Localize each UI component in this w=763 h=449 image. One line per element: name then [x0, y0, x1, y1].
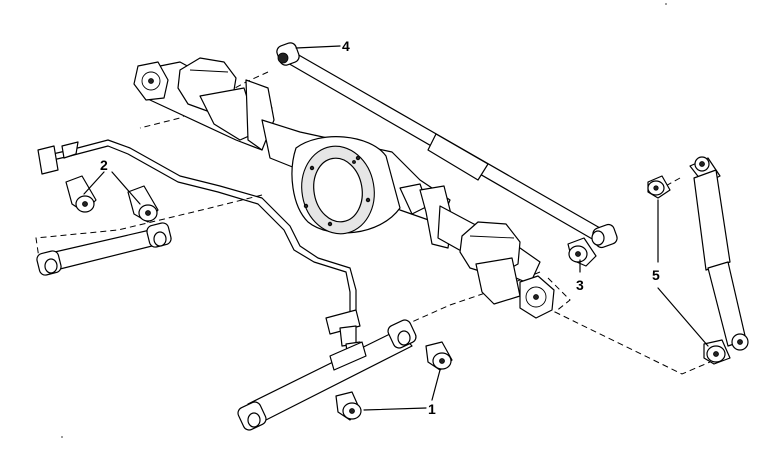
scan-dot: [61, 436, 63, 438]
stabilizer-bushings: [65, 175, 159, 223]
callout-4-label: 4: [342, 38, 350, 54]
lateral-rod: [276, 42, 618, 249]
scan-dot: [665, 3, 667, 5]
left-lower-arm: [36, 222, 172, 276]
callout-3-label: 3: [576, 277, 584, 293]
callout-1-label: 1: [428, 401, 436, 417]
stabilizer-bar: [37, 139, 363, 361]
lower-trailing-arm: [237, 319, 453, 431]
leader-lines: [83, 45, 709, 411]
rear-axle-housing: [133, 57, 555, 319]
callout-2-label: 2: [100, 157, 108, 173]
callout-numbers: 2 4 3 5 1: [100, 38, 660, 417]
shock-absorber: [647, 156, 749, 365]
rod-bushing: [567, 237, 597, 267]
callout-5-label: 5: [652, 267, 660, 283]
